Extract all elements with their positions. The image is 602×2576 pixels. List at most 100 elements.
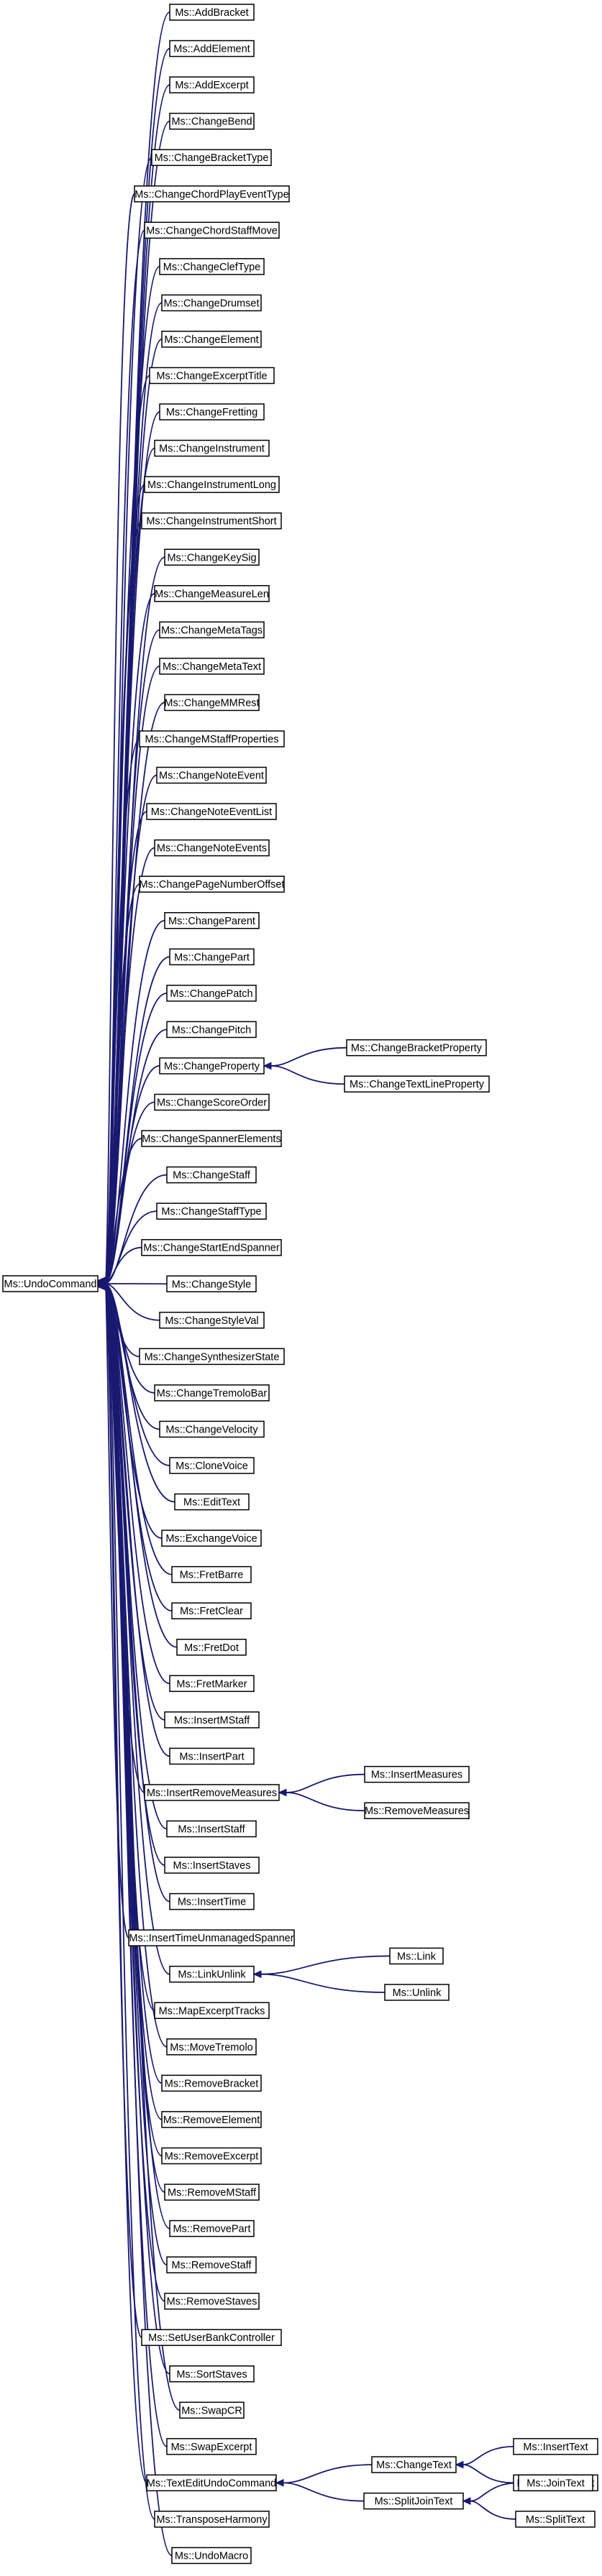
class-node-change-spanner-elements[interactable]: Ms::ChangeSpannerElements bbox=[141, 1130, 282, 1147]
class-node-change-note-events[interactable]: Ms::ChangeNoteEvents bbox=[154, 839, 270, 857]
class-node-change-mm-rest[interactable]: Ms::ChangeMMRest bbox=[164, 694, 260, 712]
class-node-change-staff[interactable]: Ms::ChangeStaff bbox=[166, 1166, 257, 1184]
class-node-change-patch[interactable]: Ms::ChangePatch bbox=[166, 985, 257, 1002]
class-node-change-page-number-offset[interactable]: Ms::ChangePageNumberOffset bbox=[139, 875, 285, 893]
class-node-swap-excerpt[interactable]: Ms::SwapExcerpt bbox=[166, 2438, 257, 2455]
class-node-link-unlink[interactable]: Ms::LinkUnlink bbox=[169, 1965, 255, 1983]
class-node-change-chord-staff-move[interactable]: Ms::ChangeChordStaffMove bbox=[144, 221, 280, 239]
class-node-join-text[interactable]: Ms::JoinText bbox=[518, 2474, 593, 2492]
class-node-map-excerpt-tracks[interactable]: Ms::MapExcerptTracks bbox=[154, 2002, 270, 2019]
class-node-change-property[interactable]: Ms::ChangeProperty bbox=[159, 1057, 265, 1075]
class-node-remove-excerpt-label: Ms::RemoveExcerpt bbox=[165, 2150, 259, 2162]
class-node-move-tremolo[interactable]: Ms::MoveTremolo bbox=[166, 2038, 257, 2056]
class-node-change-start-end-spanner[interactable]: Ms::ChangeStartEndSpanner bbox=[141, 1238, 282, 1256]
class-node-swap-cr[interactable]: Ms::SwapCR bbox=[179, 2401, 245, 2419]
class-node-split-text[interactable]: Ms::SplitText bbox=[515, 2511, 596, 2528]
class-node-fret-dot[interactable]: Ms::FretDot bbox=[176, 1639, 247, 1656]
class-node-remove-m-staff[interactable]: Ms::RemoveMStaff bbox=[164, 2184, 260, 2201]
class-node-change-meta-text[interactable]: Ms::ChangeMetaText bbox=[159, 658, 265, 675]
class-node-exchange-voice[interactable]: Ms::ExchangeVoice bbox=[161, 1530, 262, 1547]
class-node-transpose-harmony[interactable]: Ms::TransposeHarmony bbox=[154, 2511, 270, 2528]
class-node-text-edit-undo-command[interactable]: Ms::TextEditUndoCommand bbox=[146, 2474, 277, 2492]
class-node-fret-dot-box bbox=[176, 1639, 247, 1656]
class-node-change-drumset[interactable]: Ms::ChangeDrumset bbox=[161, 294, 262, 312]
class-node-insert-part-box bbox=[169, 1747, 255, 1765]
class-node-change-pitch[interactable]: Ms::ChangePitch bbox=[166, 1021, 257, 1039]
class-node-change-instrument-long[interactable]: Ms::ChangeInstrumentLong bbox=[144, 476, 280, 493]
class-node-fret-marker[interactable]: Ms::FretMarker bbox=[169, 1675, 255, 1693]
class-node-unlink[interactable]: Ms::Unlink bbox=[384, 1984, 450, 2001]
class-node-fret-barre[interactable]: Ms::FretBarre bbox=[171, 1565, 252, 1583]
class-node-change-style-val-box bbox=[159, 1312, 265, 1329]
class-node-change-start-end-spanner-box bbox=[141, 1238, 282, 1256]
class-node-insert-part[interactable]: Ms::InsertPart bbox=[169, 1747, 255, 1765]
class-node-change-tremolo-bar-label: Ms::ChangeTremoloBar bbox=[157, 1388, 268, 1399]
class-node-insert-time-unmanaged-spanner[interactable]: Ms::InsertTimeUnmanagedSpanner bbox=[128, 1929, 295, 1946]
class-node-change-tremolo-bar[interactable]: Ms::ChangeTremoloBar bbox=[154, 1384, 270, 1402]
class-node-undo-command[interactable]: Ms::UndoCommand bbox=[2, 1275, 99, 1292]
class-node-change-measure-len-box bbox=[154, 585, 270, 602]
class-node-change-text-line-property[interactable]: Ms::ChangeTextLineProperty bbox=[344, 1075, 490, 1092]
class-node-fret-clear[interactable]: Ms::FretClear bbox=[171, 1602, 252, 1619]
class-node-change-text[interactable]: Ms::ChangeText bbox=[371, 2456, 457, 2473]
class-node-add-bracket[interactable]: Ms::AddBracket bbox=[169, 4, 255, 21]
class-node-change-chord-play-event-type[interactable]: Ms::ChangeChordPlayEventType bbox=[134, 185, 290, 203]
class-node-change-property-box bbox=[159, 1057, 265, 1075]
class-node-insert-staves[interactable]: Ms::InsertStaves bbox=[164, 1857, 260, 1874]
class-node-remove-measures[interactable]: Ms::RemoveMeasures bbox=[364, 1802, 470, 1819]
class-node-change-fretting-box bbox=[159, 403, 265, 420]
class-node-change-key-sig-label: Ms::ChangeKeySig bbox=[167, 552, 256, 564]
class-node-change-bend[interactable]: Ms::ChangeBend bbox=[169, 112, 255, 130]
class-node-change-note-events-box bbox=[154, 839, 270, 857]
class-node-change-parent[interactable]: Ms::ChangeParent bbox=[164, 912, 260, 929]
class-node-insert-measures[interactable]: Ms::InsertMeasures bbox=[364, 1765, 470, 1783]
class-node-change-velocity[interactable]: Ms::ChangeVelocity bbox=[159, 1420, 265, 1438]
class-node-insert-time[interactable]: Ms::InsertTime bbox=[169, 1892, 255, 1910]
class-node-change-bracket-type[interactable]: Ms::ChangeBracketType bbox=[151, 149, 272, 166]
class-node-remove-part-label: Ms::RemovePart bbox=[173, 2224, 251, 2235]
class-node-set-user-bank-controller[interactable]: Ms::SetUserBankController bbox=[141, 2329, 282, 2346]
class-node-link[interactable]: Ms::Link bbox=[389, 1947, 444, 1965]
class-node-insert-staff[interactable]: Ms::InsertStaff bbox=[166, 1820, 257, 1838]
class-node-change-instrument-short[interactable]: Ms::ChangeInstrumentShort bbox=[141, 512, 282, 530]
class-node-change-excerpt-title[interactable]: Ms::ChangeExcerptTitle bbox=[149, 367, 275, 385]
class-node-add-excerpt[interactable]: Ms::AddExcerpt bbox=[169, 76, 255, 93]
class-node-change-note-event-list[interactable]: Ms::ChangeNoteEventList bbox=[146, 803, 277, 820]
class-node-split-join-text[interactable]: Ms::SplitJoinText bbox=[363, 2492, 464, 2510]
class-node-change-synthesizer-state[interactable]: Ms::ChangeSynthesizerState bbox=[139, 1348, 285, 1366]
class-node-change-meta-tags[interactable]: Ms::ChangeMetaTags bbox=[159, 621, 265, 639]
class-node-remove-staff[interactable]: Ms::RemoveStaff bbox=[166, 2256, 257, 2273]
class-node-change-part[interactable]: Ms::ChangePart bbox=[169, 948, 255, 966]
class-node-change-instrument[interactable]: Ms::ChangeInstrument bbox=[154, 439, 270, 457]
class-node-change-style[interactable]: Ms::ChangeStyle bbox=[166, 1275, 257, 1292]
class-node-change-score-order-box bbox=[154, 1093, 270, 1111]
class-node-edit-text[interactable]: Ms::EditText bbox=[174, 1493, 250, 1511]
class-node-insert-text-label: Ms::InsertText bbox=[523, 2442, 588, 2453]
class-node-change-m-staff-properties[interactable]: Ms::ChangeMStaffProperties bbox=[139, 730, 285, 748]
class-node-change-bracket-property[interactable]: Ms::ChangeBracketProperty bbox=[346, 1039, 487, 1057]
class-node-change-fretting[interactable]: Ms::ChangeFretting bbox=[159, 403, 265, 420]
class-node-split-text-label: Ms::SplitText bbox=[526, 2514, 585, 2526]
class-node-remove-part[interactable]: Ms::RemovePart bbox=[169, 2220, 255, 2237]
class-node-remove-excerpt[interactable]: Ms::RemoveExcerpt bbox=[161, 2147, 262, 2165]
class-node-add-element[interactable]: Ms::AddElement bbox=[169, 40, 255, 58]
class-node-insert-m-staff[interactable]: Ms::InsertMStaff bbox=[164, 1711, 260, 1729]
class-node-change-measure-len[interactable]: Ms::ChangeMeasureLen bbox=[154, 585, 270, 602]
class-node-remove-element[interactable]: Ms::RemoveElement bbox=[161, 2111, 262, 2128]
class-node-clone-voice[interactable]: Ms::CloneVoice bbox=[169, 1457, 255, 1474]
class-node-change-style-val[interactable]: Ms::ChangeStyleVal bbox=[159, 1312, 265, 1329]
class-node-remove-staves-label: Ms::RemoveStaves bbox=[167, 2296, 257, 2308]
class-node-sort-staves[interactable]: Ms::SortStaves bbox=[169, 2365, 255, 2383]
class-node-undo-macro[interactable]: Ms::UndoMacro bbox=[171, 2547, 252, 2564]
class-node-insert-remove-measures[interactable]: Ms::InsertRemoveMeasures bbox=[144, 1784, 280, 1801]
class-node-change-clef-type[interactable]: Ms::ChangeClefType bbox=[159, 258, 265, 275]
class-node-insert-text[interactable]: Ms::InsertText bbox=[513, 2438, 598, 2455]
class-node-remove-bracket[interactable]: Ms::RemoveBracket bbox=[161, 2074, 262, 2092]
class-node-change-key-sig[interactable]: Ms::ChangeKeySig bbox=[164, 548, 260, 566]
class-node-change-note-event[interactable]: Ms::ChangeNoteEvent bbox=[156, 766, 267, 784]
class-node-change-staff-type[interactable]: Ms::ChangeStaffType bbox=[156, 1202, 267, 1220]
class-node-change-meta-text-box bbox=[159, 658, 265, 675]
class-node-change-score-order[interactable]: Ms::ChangeScoreOrder bbox=[154, 1093, 270, 1111]
class-node-change-element[interactable]: Ms::ChangeElement bbox=[161, 331, 262, 348]
class-node-remove-staves[interactable]: Ms::RemoveStaves bbox=[164, 2292, 260, 2310]
